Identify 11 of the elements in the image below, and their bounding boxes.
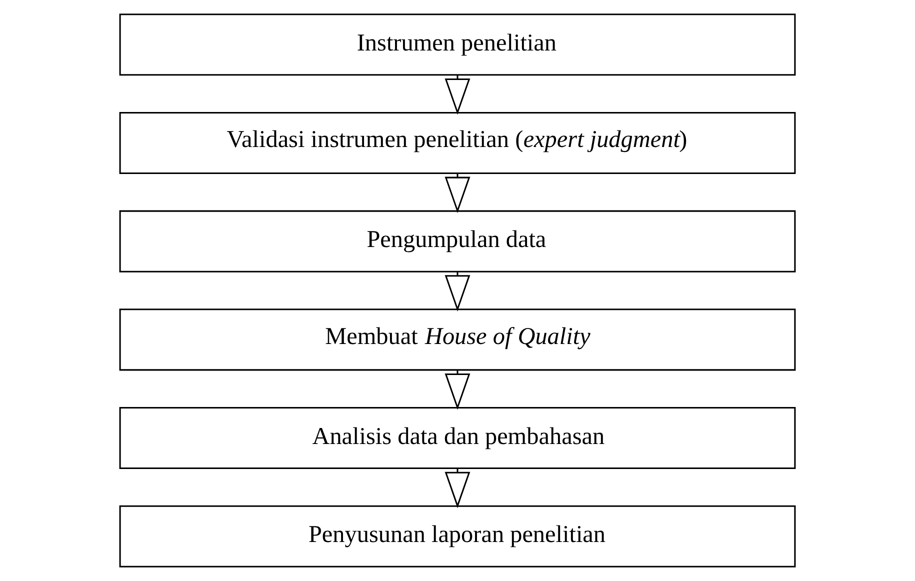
arrow — [444, 370, 470, 410]
arrow — [444, 468, 470, 508]
arrow — [444, 75, 470, 115]
node-box: Instrumen penelitian — [119, 14, 796, 76]
node-box: Analisis data dan pembahasan — [119, 407, 796, 470]
arrow — [444, 272, 470, 312]
node-box: Membuat House of Quality — [119, 308, 796, 371]
node-box: Pengumpulan data — [119, 210, 796, 272]
node-box: Penyusunan laporan penelitian — [119, 505, 796, 568]
node-box: Validasi instrumen penelitian (expert judgment) — [119, 112, 796, 174]
arrow — [444, 174, 470, 214]
